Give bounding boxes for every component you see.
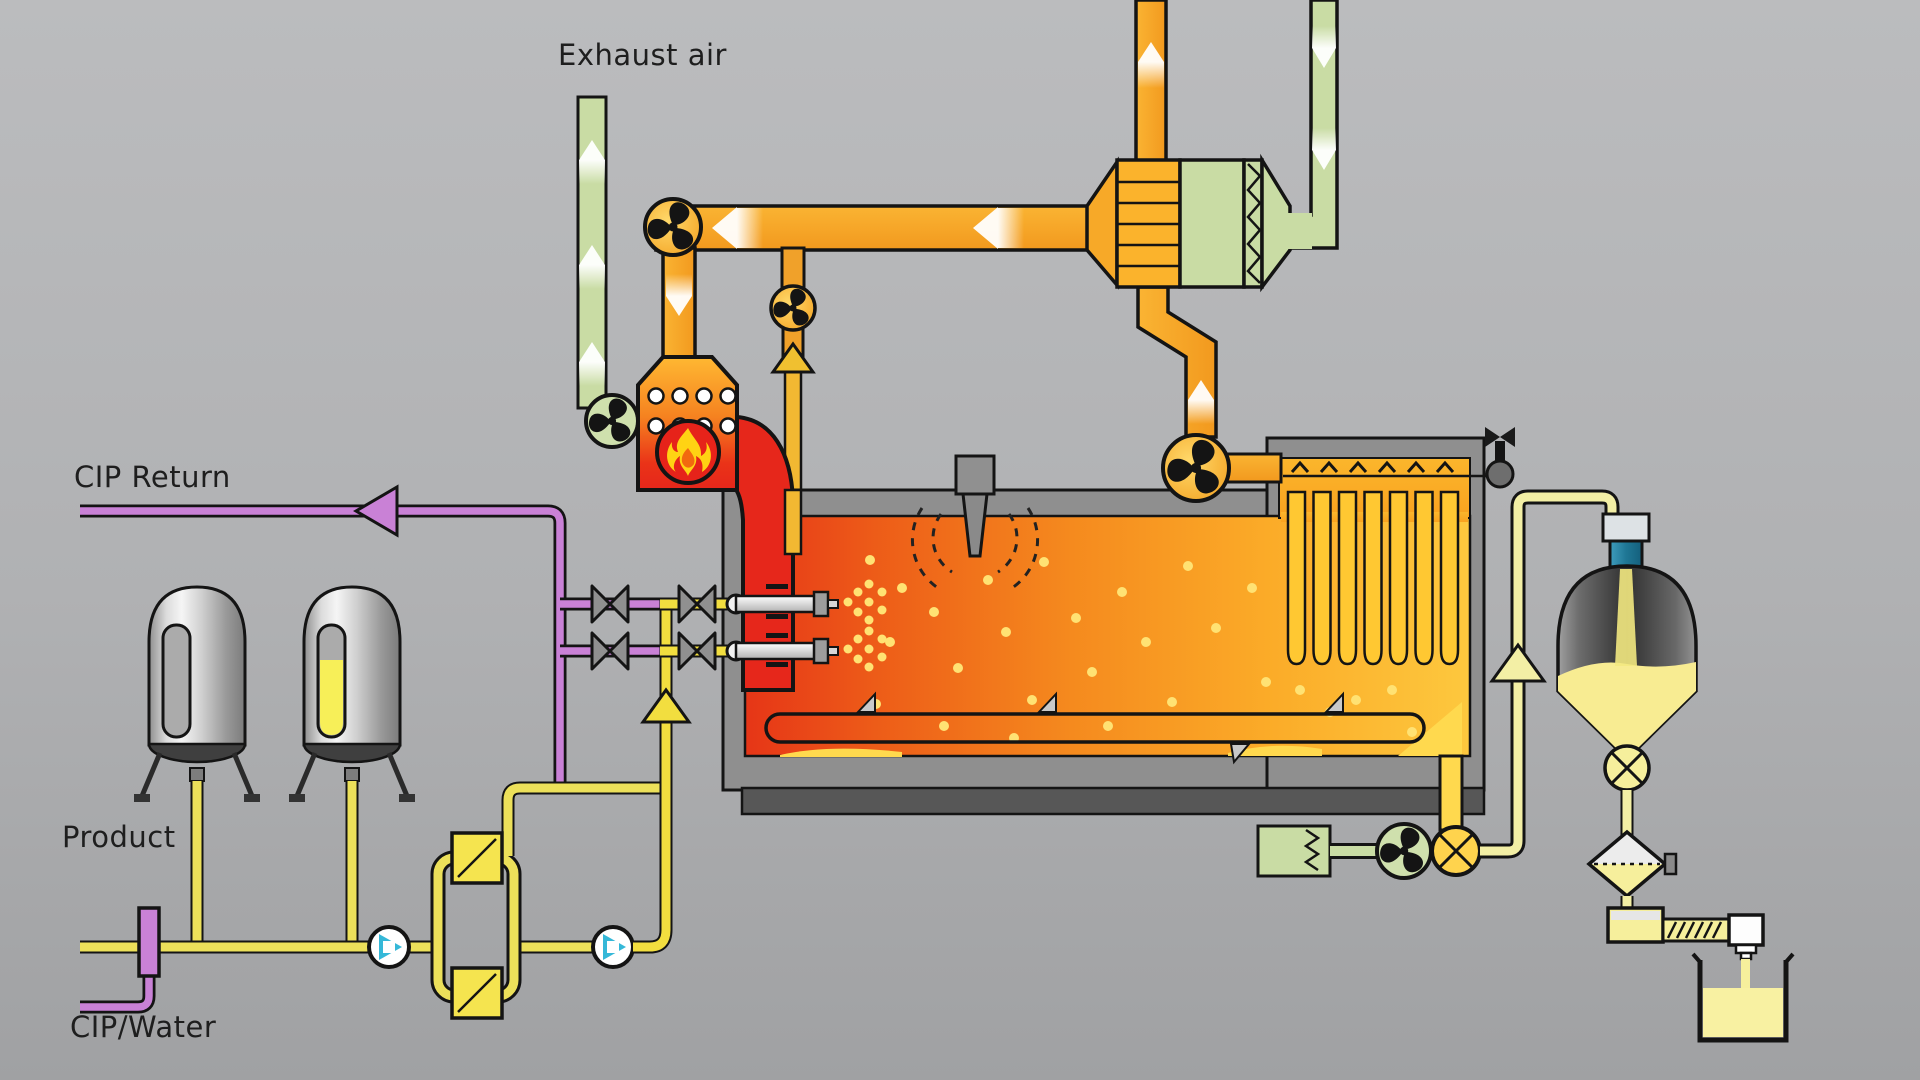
supply-air-fan [643,197,703,257]
filter-bags [1286,490,1460,666]
up-arrow-icon [640,687,692,724]
air-disperser-fins [766,584,788,667]
silo-powder [1558,662,1696,748]
rotary-valve-icon [1603,744,1651,792]
sifter [1586,829,1678,899]
vibration-arcs-icon [910,507,1040,590]
flame-icon [655,419,721,485]
hx-plate-icon [450,831,504,1020]
powder-silo [1556,512,1795,1043]
flow-chevron-icon [1290,460,1455,473]
powder-discharge [1256,489,1620,880]
spray-lance [725,590,839,618]
down-arrow-icon [1312,26,1336,170]
exhaust-fan [584,393,640,449]
rotary-valve-icon [1430,825,1482,877]
valve-bowtie-icon [590,584,630,624]
discharge-hopper [1606,906,1665,944]
label-cip-water: CIP/Water [70,1010,217,1044]
left-arrow-icon [353,484,399,538]
foundation [740,786,1486,816]
sight-glass [161,623,192,739]
feed-tank-empty [134,585,260,802]
top-atomizer [910,454,1040,590]
spray-droplets [843,579,887,672]
up-arrow-icon [1489,642,1547,683]
valve-bowtie-icon [677,584,717,624]
left-arrow-icon [712,207,1024,249]
cip-valve-block [137,906,161,978]
up-arrow-icon [1188,380,1214,424]
cip-water-inlet [80,906,161,1014]
label-product: Product [62,820,176,854]
check-valve-icon [770,341,816,374]
exhaust-blower [1161,433,1283,503]
transport-air-heater [1256,824,1332,878]
valve-bowtie-icon [677,631,717,671]
valve-bowtie-icon [590,631,630,671]
label-cip-return: CIP Return [74,460,231,494]
heat-recovery-exchanger [1085,0,1339,439]
nozzle-air-fan [769,284,817,332]
transport-fan [1375,822,1433,880]
feed-pump [367,925,411,969]
label-exhaust-air: Exhaust air [558,38,727,72]
plate-heat-exchanger [430,781,666,1020]
down-arrow-icon [666,274,692,316]
spray-lance [725,637,839,665]
chamber-interior [743,514,1472,758]
pulse-cleaning-valve [1485,427,1515,489]
feed-tank-filled [289,585,415,802]
exhaust-stack [576,95,608,410]
powder-stream [1741,959,1750,997]
sight-glass-level [320,660,343,735]
booster-pump [591,925,635,969]
up-arrow-icon [1138,42,1164,88]
spray-lances [710,579,887,672]
powder-container [1691,952,1795,1043]
scraper-flag-icon [855,691,1344,765]
bag-filter [1283,427,1515,666]
bagging-head [1727,913,1765,961]
gas-burner [636,355,803,692]
screw-conveyor [1661,917,1731,943]
powder-stream [1615,569,1637,666]
bottom-conveyor [764,691,1462,765]
up-arrow-icon [579,140,605,386]
cip-return-line [80,484,567,788]
lance-valve-manifold [590,584,717,671]
